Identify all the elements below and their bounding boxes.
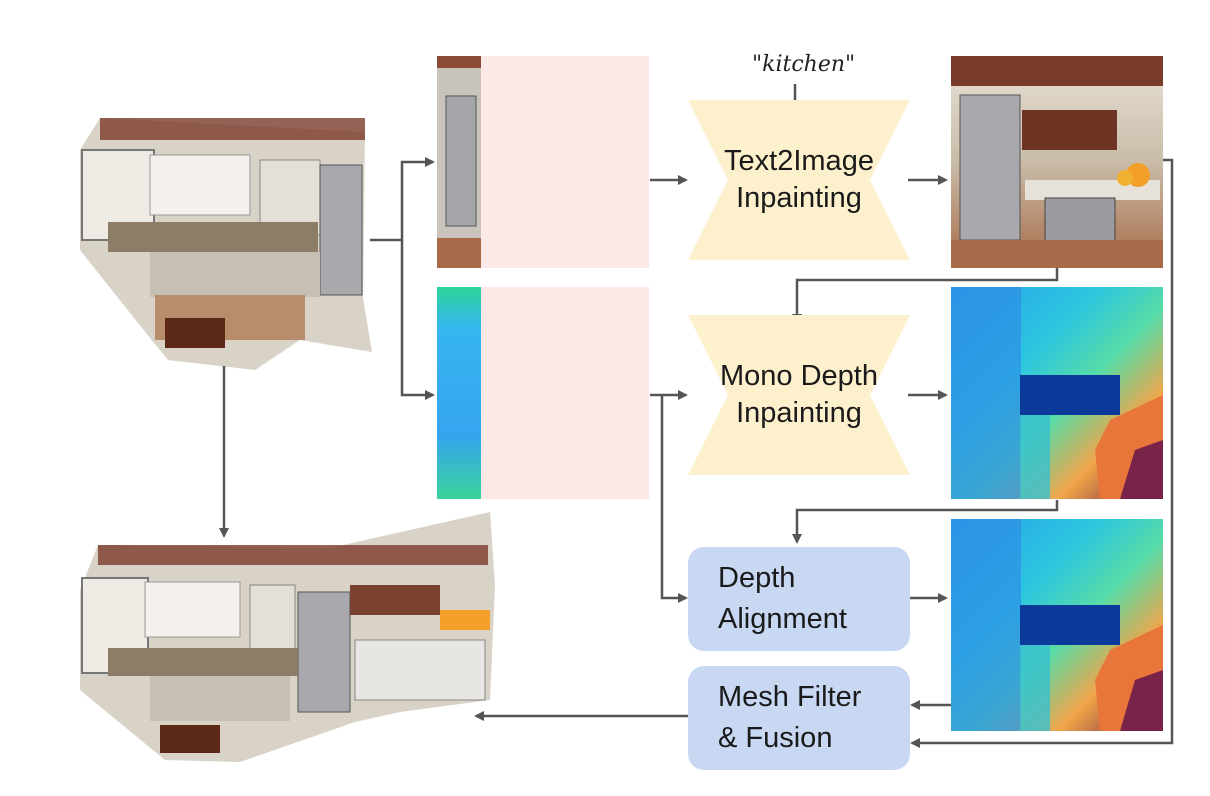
- mono-depth-label: Mono Depth Inpainting: [720, 360, 878, 429]
- arrow-depth-to-alignment: [792, 500, 1059, 544]
- mesh-filter-block: [688, 666, 910, 770]
- arrow-input-to-depth-render: [400, 240, 435, 400]
- depth-alignment-label: Depth Alignment: [718, 562, 847, 635]
- arrow-input-to-renders: [370, 157, 435, 242]
- masked-rgb-render: [437, 56, 649, 268]
- input-partial-mesh-image: [80, 118, 372, 370]
- arrows: [219, 84, 1174, 748]
- arrow-rgb-to-mesh: [910, 158, 1174, 748]
- text2image-label: Text2Image Inpainting: [724, 145, 874, 214]
- aligned-depth-image: [951, 519, 1163, 731]
- inpainted-rgb-image: [951, 56, 1163, 268]
- arrow-depth-render-to-alignment: [660, 395, 688, 603]
- masked-depth-render: [437, 287, 649, 499]
- output-fused-mesh-image: [80, 512, 495, 762]
- arrow-rgb-to-monodepth: [792, 268, 1059, 324]
- text-prompt: "kitchen": [752, 52, 856, 77]
- depth-alignment-block: [688, 547, 910, 651]
- inpainted-depth-image: [951, 287, 1163, 499]
- mesh-filter-label: Mesh Filter & Fusion: [718, 681, 862, 754]
